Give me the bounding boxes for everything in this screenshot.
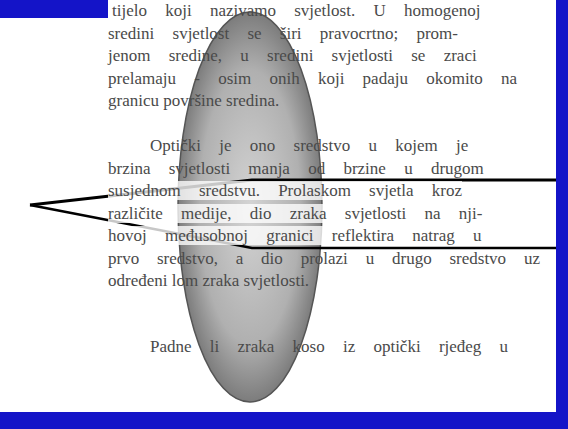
body-text: Padne li zraka koso iz optički rjeđeg u [150, 337, 508, 356]
body-text: brzina svjetlosti manja od brzine u drug… [108, 159, 484, 178]
body-text: granicu površine sredina. [108, 91, 279, 110]
text-line: susjednom sredstvu. Prolaskom svjetla kr… [108, 180, 540, 203]
body-text: prvo sredstvo, a dio prolazi u drugo sre… [108, 249, 540, 268]
text-line: prelamaju - osim onih koji padaju okomit… [108, 68, 540, 91]
body-text: prelamaju - osim onih koji padaju okomit… [108, 69, 517, 88]
text-line: Optički je ono sredstvo u kojem je [150, 135, 540, 158]
text-line: različite medije, dio zraka svjetlosti n… [108, 203, 540, 226]
text-line: hovoj međusobnoj granici reflektira natr… [108, 225, 540, 248]
body-text: susjednom sredstvu. Prolaskom svjetla kr… [108, 181, 462, 200]
text-line: brzina svjetlosti manja od brzine u drug… [108, 158, 540, 181]
body-text: Optički je ono sredstvo u kojem je [150, 136, 468, 155]
body-text: jenom sredine, u sredini svjetlosti se z… [108, 46, 477, 65]
text-line: određeni lom zraka svjetlosti. [108, 270, 540, 293]
text-line: granicu površine sredina. [108, 90, 540, 113]
body-text: određeni lom zraka svjetlosti. [108, 271, 309, 290]
light-ray [30, 180, 556, 205]
text-line: sredini svjetlost se širi pravocrtno; pr… [108, 23, 540, 46]
body-text: hovoj međusobnoj granici reflektira natr… [108, 226, 482, 245]
page-ground [0, 0, 556, 412]
body-text: različite medije, dio zraka svjetlosti n… [108, 204, 482, 223]
text-line: prvo sredstvo, a dio prolazi u drugo sre… [108, 248, 540, 271]
body-text: sredini svjetlost se širi pravocrtno; pr… [108, 24, 458, 43]
text-line: tijelo koji nazivamo svjetlost. U homoge… [112, 0, 540, 23]
text-line: jenom sredine, u sredini svjetlosti se z… [108, 45, 540, 68]
text-line: Padne li zraka koso iz optički rjeđeg u [150, 336, 540, 359]
body-text: tijelo koji nazivamo svjetlost. U homoge… [112, 1, 480, 20]
